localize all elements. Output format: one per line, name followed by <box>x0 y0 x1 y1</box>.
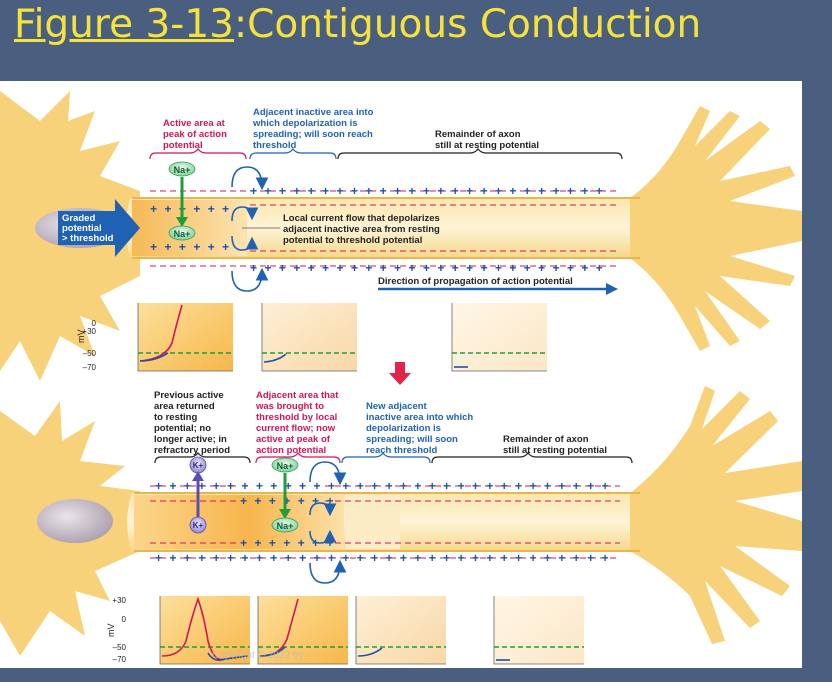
svg-text:–70: –70 <box>113 655 127 664</box>
direction-label: Direction of propagation of action poten… <box>378 276 573 287</box>
k-ion-inside: K+ <box>189 516 207 534</box>
svg-text:mV: mV <box>106 624 116 638</box>
bottom-graphs: +30 0 –50 –70 mV <box>106 596 584 665</box>
svg-text:+ + + + + + + + + + + + + + +: + + + + + + + + + + + + + + + + + + + + … <box>250 262 603 276</box>
svg-text:+ + + + + + + + + + + + + + +: + + + + + + + + + + + + + + + + + + + + … <box>155 480 609 494</box>
top-panel: + + + + + + + + + + + + + + + + + + + + … <box>0 91 802 385</box>
label-adjacent-active: Adjacent area that was brought to thresh… <box>255 390 341 456</box>
svg-text:–70: –70 <box>83 363 97 372</box>
graded-label: Graded potential > threshold <box>62 213 114 244</box>
svg-text:Na+: Na+ <box>174 165 191 175</box>
na-ion-inside: Na+ <box>168 225 196 241</box>
label-remainder-bottom: Remainder of axon still at resting poten… <box>503 434 607 456</box>
svg-text:+ + + + + +: + + + + + + <box>150 241 229 255</box>
svg-text:+ + + + + + +: + + + + + + + <box>240 495 334 509</box>
copyright-text: Copyright © 2022 by <box>212 650 303 661</box>
svg-text:–50: –50 <box>83 349 97 358</box>
nucleus-bottom <box>37 499 113 543</box>
svg-text:K+: K+ <box>193 521 204 530</box>
na-ion-inside-bottom: Na+ <box>271 517 299 533</box>
na-ion-outside-bottom: Na+ <box>271 457 299 473</box>
svg-text:–50: –50 <box>113 643 127 652</box>
local-current-text: Local current flow that depolarizes adja… <box>283 213 442 246</box>
svg-text:0: 0 <box>92 319 97 328</box>
bottom-panel: + + + + + + + + + + + + + + + + + + + + … <box>0 386 802 665</box>
svg-text:0: 0 <box>122 615 127 624</box>
label-adjacent-area: Adjacent inactive area into which depola… <box>252 107 376 151</box>
svg-text:Na+: Na+ <box>174 229 191 239</box>
label-remainder-top: Remainder of axon still at resting poten… <box>435 129 539 151</box>
figure-title: :Contiguous Conduction <box>233 2 702 47</box>
na-ion-top: Na+ <box>168 161 196 177</box>
label-active-area: Active area at peak of action potential <box>163 118 230 151</box>
current-loops-bottom <box>309 461 347 584</box>
active-zone-bottom <box>134 495 344 549</box>
svg-text:+30: +30 <box>112 596 126 605</box>
svg-text:+ + + + + + + + + + + + + + +: + + + + + + + + + + + + + + + + + + + + … <box>250 185 603 199</box>
figure-number: Figure 3-13 <box>14 2 234 47</box>
svg-text:+ + + + + +: + + + + + + <box>150 203 229 217</box>
graded-potential-arrow <box>58 199 140 257</box>
svg-text:Na+: Na+ <box>277 521 294 531</box>
figure-svg: + + + + + + + + + + + + + + + + + + + + … <box>0 91 802 665</box>
svg-text:Na+: Na+ <box>277 461 294 471</box>
svg-text:+ + + + + + +: + + + + + + + <box>240 537 334 551</box>
svg-text:+30: +30 <box>82 327 96 336</box>
top-graphs: +30 0 –50 –70 mV <box>76 303 547 372</box>
label-new-adjacent: New adjacent inactive area into which de… <box>366 401 476 456</box>
svg-text:K+: K+ <box>193 461 204 470</box>
svg-text:mV: mV <box>76 330 86 344</box>
down-arrow <box>389 362 411 385</box>
current-loops-top <box>231 166 280 292</box>
svg-text:+ + + + + + + + + + + + + + +: + + + + + + + + + + + + + + + + + + + + … <box>155 552 609 566</box>
axon-terminal-bottom <box>630 386 802 644</box>
contiguous-conduction-figure: + + + + + + + + + + + + + + + + + + + + … <box>0 81 802 668</box>
slide-title: Figure 3-13:Contiguous Conduction <box>14 0 701 50</box>
k-ion-outside: K+ <box>189 456 207 474</box>
axon-terminal-top <box>630 106 802 351</box>
label-previous-area: Previous active area returned to resting… <box>154 390 230 456</box>
